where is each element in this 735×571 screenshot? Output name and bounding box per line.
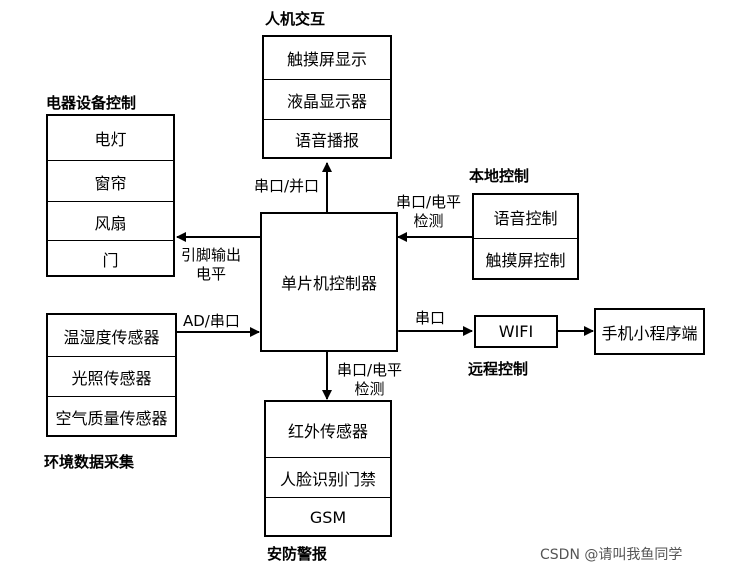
item-light: 电灯 (94, 130, 127, 149)
group-human: 触摸屏显示 液晶显示器 语音播报 (262, 35, 392, 159)
group-local: 语音控制 触摸屏控制 (472, 193, 579, 280)
link-label-appliance: 引脚输出 电平 (181, 246, 242, 283)
wifi-module: WIFI (474, 315, 558, 348)
group-env: 温湿度传感器 光照传感器 空气质量传感器 (46, 313, 177, 437)
link-label-human: 串口/并口 (254, 177, 320, 195)
mcu-controller: 单片机控制器 (260, 212, 398, 352)
phone-miniprogram-label: 手机小程序端 (601, 323, 698, 343)
group-title-security: 安防警报 (267, 545, 328, 563)
item-temp-humidity-sensor: 温湿度传感器 (63, 327, 160, 347)
group-security: 红外传感器 人脸识别门禁 GSM (264, 400, 392, 537)
watermark: CSDN @请叫我鱼同学 (540, 547, 683, 563)
item-curtain: 窗帘 (48, 160, 173, 202)
group-appliance: 电灯 窗帘 风扇 门 (46, 114, 175, 277)
group-title-local: 本地控制 (469, 167, 530, 185)
group-title-remote: 远程控制 (468, 360, 529, 378)
item-gsm: GSM (266, 497, 390, 536)
item-door: 门 (48, 240, 173, 276)
mcu-controller-label: 单片机控制器 (280, 274, 377, 293)
link-label-wifi: 串口 (415, 309, 446, 327)
group-title-env: 环境数据采集 (44, 453, 135, 471)
item-light-sensor: 光照传感器 (48, 356, 175, 397)
item-fan: 风扇 (48, 201, 173, 241)
group-title-appliance: 电器设备控制 (46, 94, 137, 112)
phone-miniprogram: 手机小程序端 (594, 308, 705, 355)
item-face-recognition-door: 人脸识别门禁 (266, 457, 390, 498)
link-label-env: AD/串口 (183, 312, 240, 330)
item-infrared-sensor: 红外传感器 (287, 421, 368, 441)
item-touchscreen-control: 触摸屏控制 (474, 238, 577, 279)
item-touchscreen-display: 触摸屏显示 (286, 50, 367, 69)
link-label-security: 串口/电平 检测 (337, 361, 403, 398)
item-voice-control: 语音控制 (493, 208, 558, 228)
item-air-quality-sensor: 空气质量传感器 (48, 396, 175, 436)
group-title-human: 人机交互 (265, 10, 326, 28)
link-label-local: 串口/电平 检测 (396, 193, 462, 230)
wifi-label: WIFI (498, 322, 534, 341)
item-voice-broadcast: 语音播报 (264, 119, 390, 158)
item-lcd-display: 液晶显示器 (264, 79, 390, 120)
